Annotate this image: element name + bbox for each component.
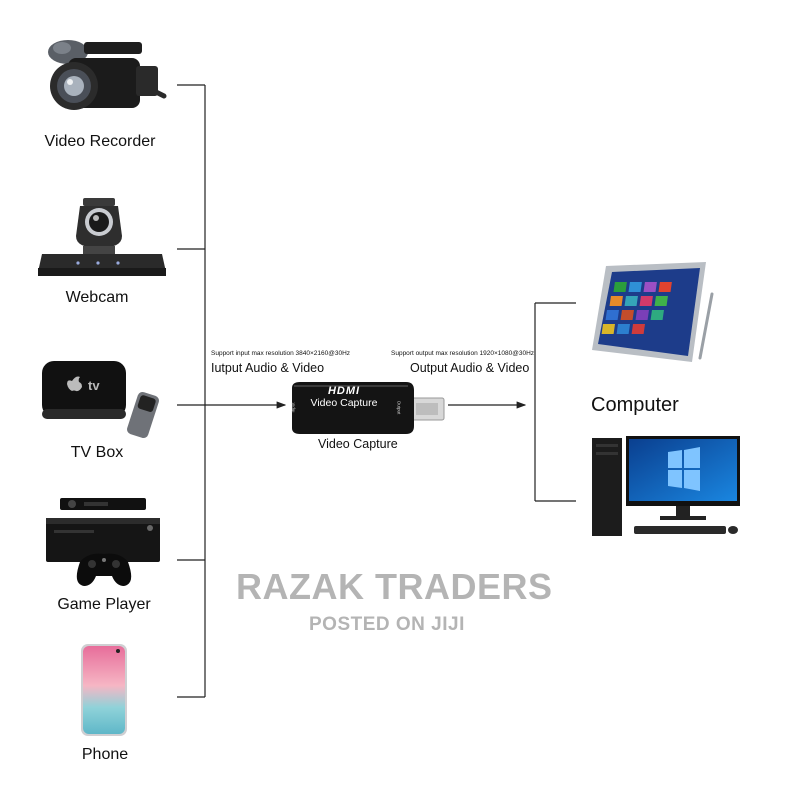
tablet-icon bbox=[592, 262, 714, 362]
output-label: Output Audio & Video bbox=[410, 361, 530, 375]
game-console-icon bbox=[46, 498, 160, 586]
device-name: Video Capture bbox=[310, 397, 378, 409]
webcam-icon bbox=[38, 198, 166, 276]
device-caption: Video Capture bbox=[318, 437, 398, 451]
device-brand: HDMI bbox=[327, 385, 361, 397]
tv-box-icon: tv bbox=[42, 361, 159, 439]
desktop-pc-icon bbox=[592, 436, 740, 536]
svg-text:tv: tv bbox=[88, 378, 100, 393]
source-label-video-recorder: Video Recorder bbox=[44, 133, 156, 150]
input-label: Iutput Audio & Video bbox=[211, 361, 325, 375]
destination-label: Computer bbox=[591, 394, 679, 416]
video-recorder-icon bbox=[48, 40, 167, 110]
source-label-game-player: Game Player bbox=[57, 596, 151, 613]
source-label-phone: Phone bbox=[81, 746, 129, 763]
output-resolution-note: Support output max resolution 1920×1080@… bbox=[391, 350, 535, 357]
device-port-output: Output bbox=[396, 400, 402, 415]
capture-device-body bbox=[292, 382, 445, 434]
source-label-tv-box: TV Box bbox=[70, 444, 124, 461]
watermark-line1: RAZAK TRADERS bbox=[236, 566, 553, 607]
source-label-webcam: Webcam bbox=[65, 289, 129, 306]
watermark-line2: POSTED ON JIJI bbox=[309, 614, 465, 635]
capture-device: HDMI Video Capture Input Output bbox=[288, 380, 448, 436]
smartphone-icon bbox=[81, 644, 127, 736]
input-resolution-note: Support input max resolution 3840×2160@3… bbox=[211, 350, 351, 357]
device-port-input: Input bbox=[290, 402, 296, 413]
